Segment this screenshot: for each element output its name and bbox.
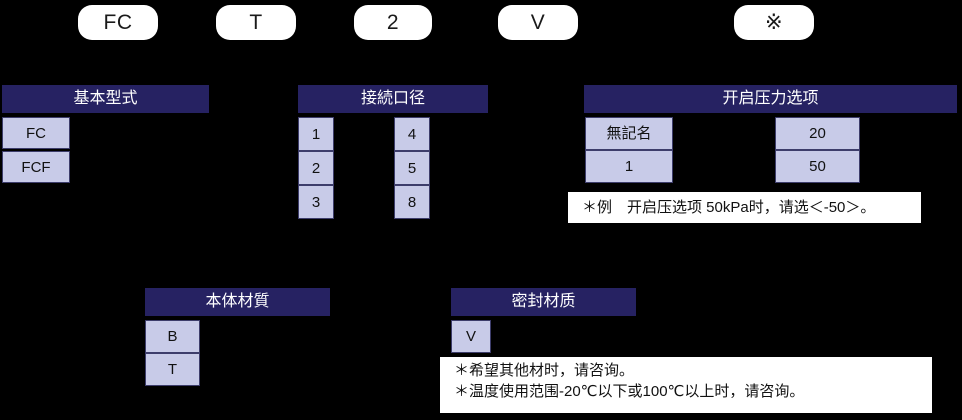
option-cell-connection-size-1[interactable]: 1: [298, 117, 334, 151]
pill-label: ※: [764, 11, 784, 34]
note-line-other-material: ＊希望其他材时，请咨询。: [454, 362, 635, 379]
option-cell-opening-pressure-20[interactable]: 20: [775, 117, 860, 150]
pill-connection-size[interactable]: 2: [354, 5, 432, 40]
option-cell-body-material-b[interactable]: B: [145, 320, 200, 353]
cell-grid-connection-size: 1 2 3 4 5 8: [298, 113, 488, 219]
option-cell-connection-size-3[interactable]: 3: [298, 185, 334, 219]
note-opening-pressure: ＊例 开启压选项 50kPa时，请选＜-50＞。: [568, 192, 921, 223]
pill-pressure-option[interactable]: ※: [734, 5, 814, 40]
cell-grid-body-material: B T: [145, 316, 330, 388]
group-body-material: 本体材質 B T: [145, 288, 330, 388]
pill-seal-material[interactable]: V: [498, 5, 578, 40]
pill-body-material[interactable]: T: [216, 5, 296, 40]
group-title-opening-pressure: 开启压力选项: [584, 85, 957, 113]
option-cell-connection-size-4[interactable]: 4: [394, 117, 430, 151]
note-seal-material: ＊希望其他材时，请咨询。 ＊温度使用范围-20℃以下或100℃以上时，请咨询。: [440, 357, 932, 413]
group-title-connection-size: 接続口径: [298, 85, 488, 113]
pill-label: T: [249, 11, 263, 34]
group-title-basic-type: 基本型式: [2, 85, 209, 113]
note-line: ＊例 开启压选项 50kPa时，请选＜-50＞。: [582, 199, 876, 216]
option-cell-connection-size-5[interactable]: 5: [394, 151, 430, 185]
option-cell-basic-type-fcf[interactable]: FCF: [2, 151, 70, 183]
group-connection-size: 接続口径 1 2 3 4 5 8: [298, 85, 488, 219]
group-title-seal-material: 密封材质: [451, 288, 636, 316]
pill-label: V: [530, 11, 546, 34]
group-basic-type: 基本型式 FC FCF: [2, 85, 209, 183]
pill-label: 2: [386, 11, 400, 34]
cell-grid-basic-type: FC FCF: [2, 113, 209, 183]
group-opening-pressure: 开启压力选项 無記名 1 20 50: [584, 85, 957, 185]
note-line-temperature-range: ＊温度使用范围-20℃以下或100℃以上时，请咨询。: [454, 383, 805, 400]
pill-basic-type[interactable]: FC: [78, 5, 158, 40]
option-cell-connection-size-2[interactable]: 2: [298, 151, 334, 185]
option-cell-basic-type-fc[interactable]: FC: [2, 117, 70, 149]
option-cell-opening-pressure-1[interactable]: 1: [585, 150, 673, 183]
group-title-body-material: 本体材質: [145, 288, 330, 316]
option-cell-body-material-t[interactable]: T: [145, 353, 200, 386]
option-cell-seal-material-v[interactable]: V: [451, 320, 491, 353]
option-cell-opening-pressure-blank[interactable]: 無記名: [585, 117, 673, 150]
cell-grid-seal-material: V: [451, 316, 636, 356]
group-seal-material: 密封材质 V: [451, 288, 636, 356]
pill-label: FC: [103, 11, 133, 34]
option-cell-connection-size-8[interactable]: 8: [394, 185, 430, 219]
option-cell-opening-pressure-50[interactable]: 50: [775, 150, 860, 183]
cell-grid-opening-pressure: 無記名 1 20 50: [584, 113, 957, 185]
